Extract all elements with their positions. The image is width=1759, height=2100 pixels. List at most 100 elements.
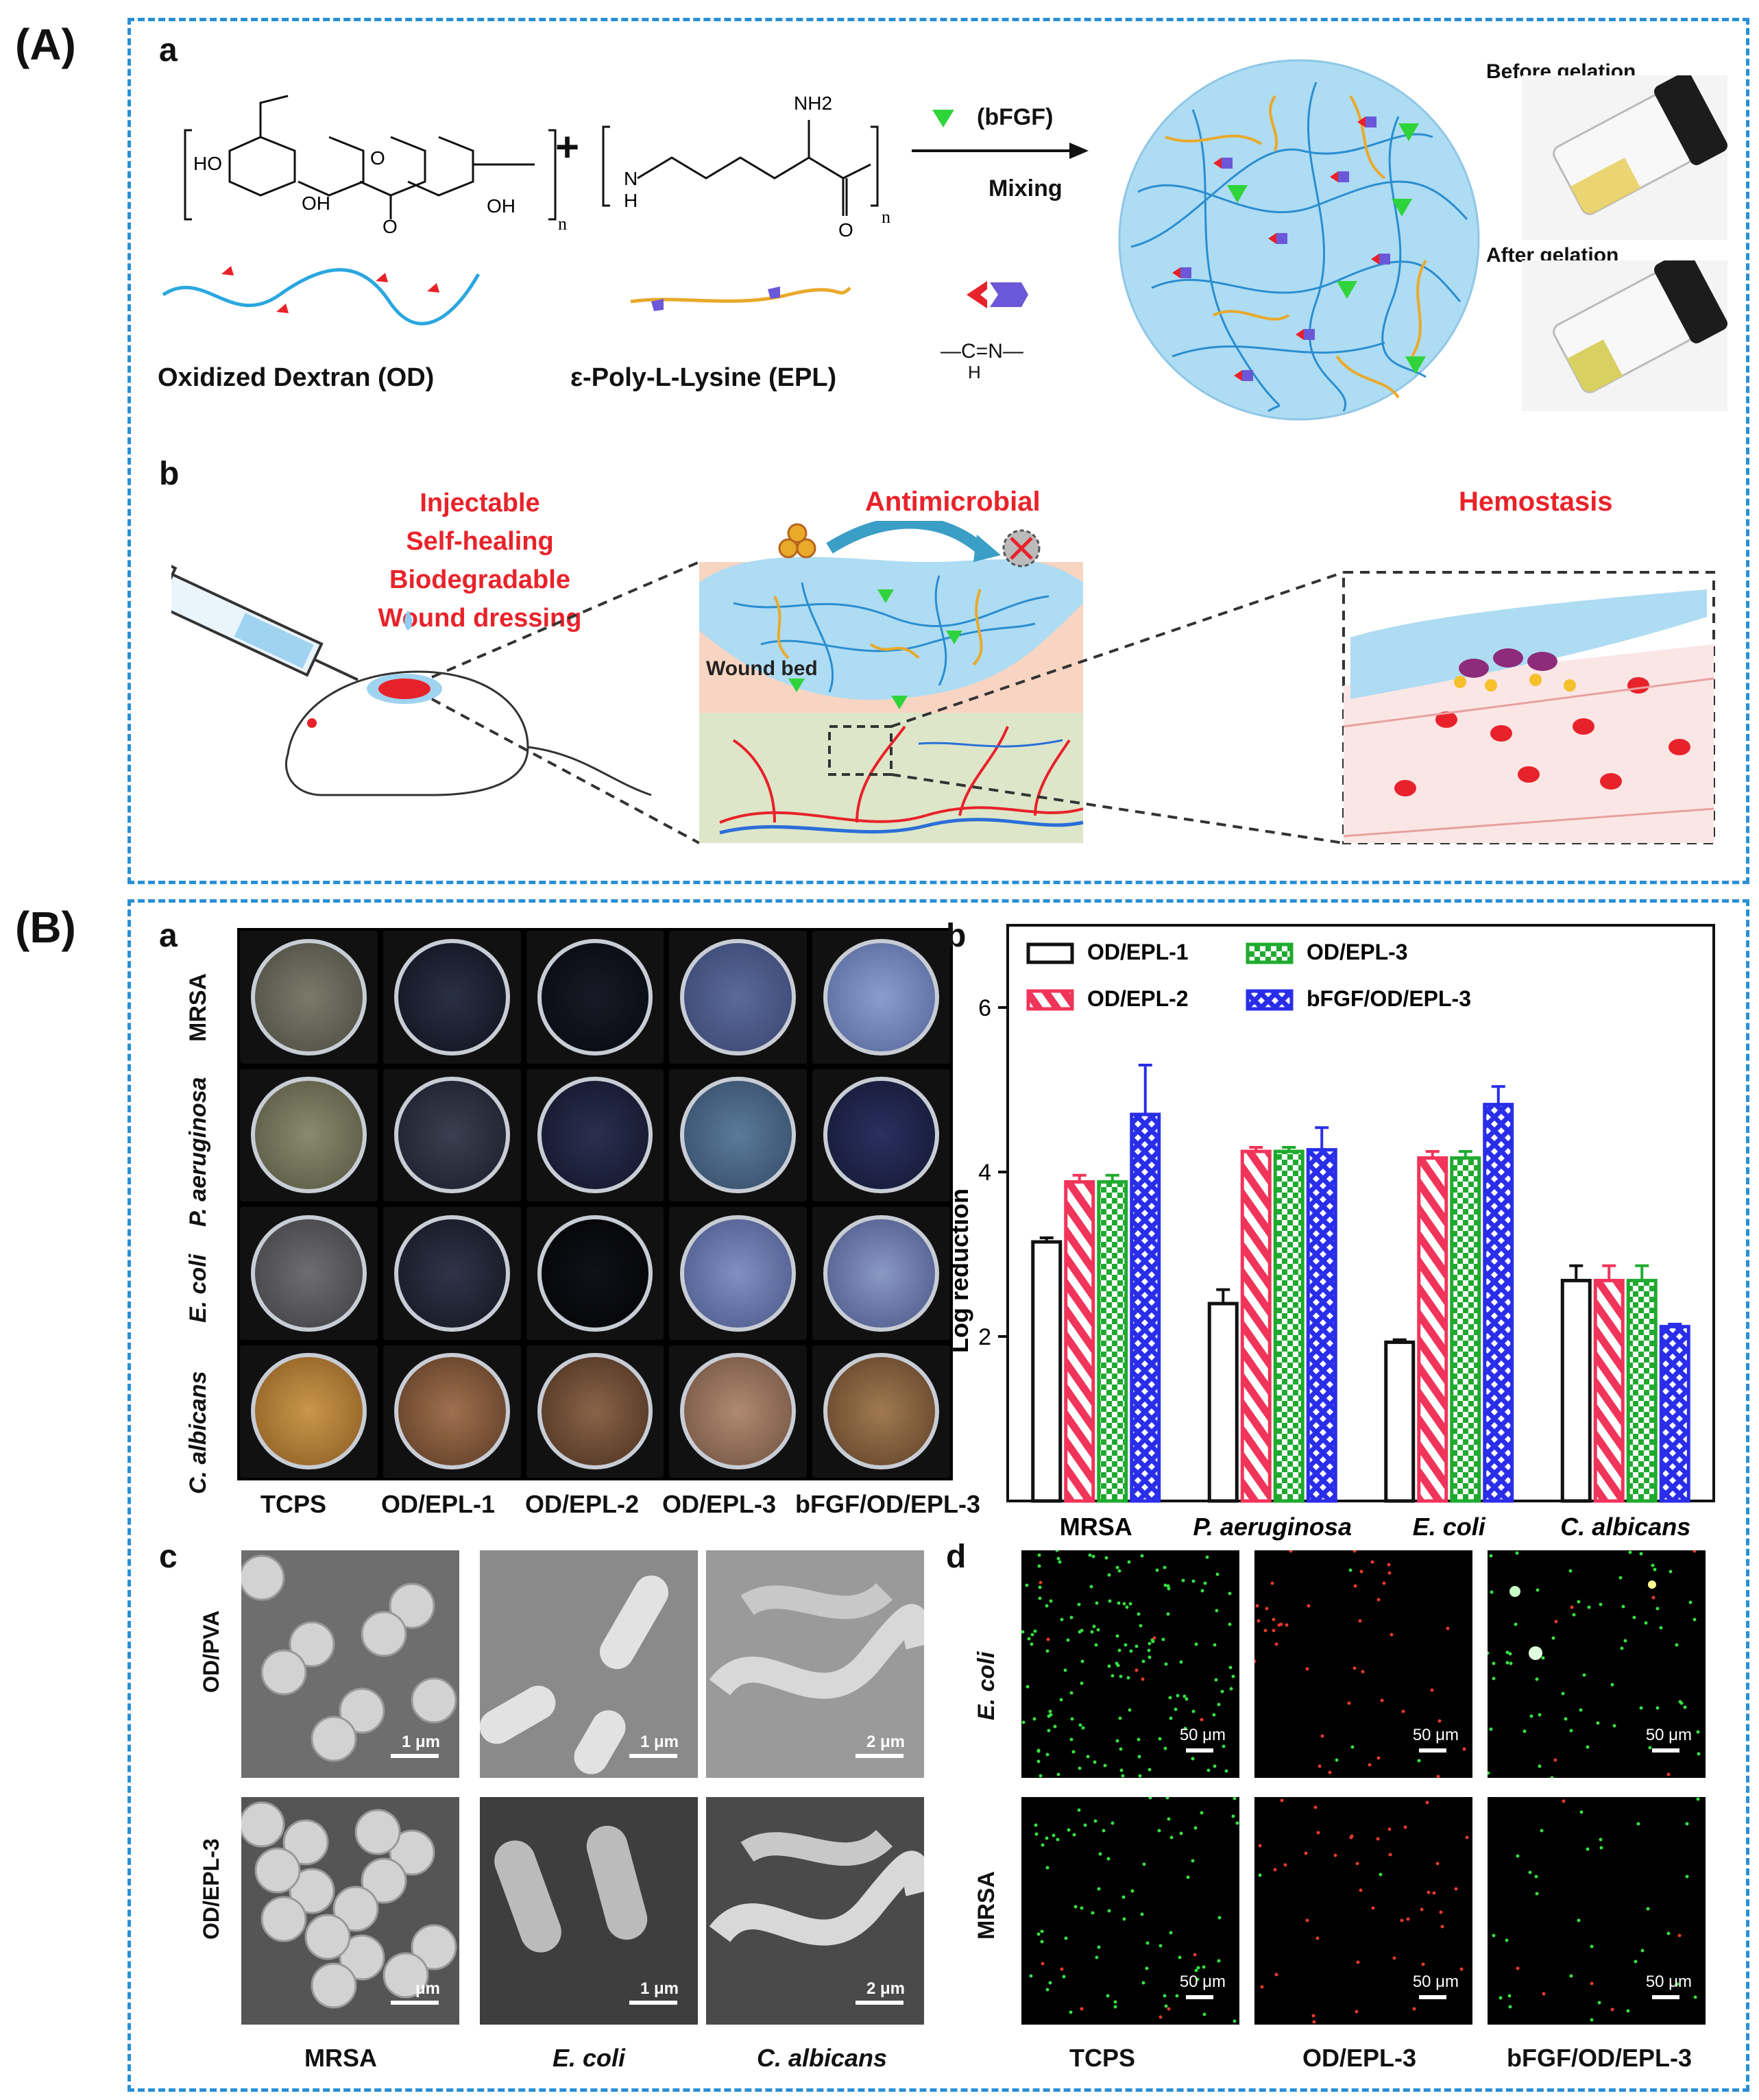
plate-row-label-ecoli: E. coli <box>185 1254 211 1323</box>
bar-od-epl-1-2 <box>1384 1340 1416 1503</box>
culture-plate-r4-c4 <box>669 1345 808 1478</box>
vial-after-photo <box>1522 260 1727 411</box>
bar-od-epl-2-1 <box>1240 1149 1272 1503</box>
hemostasis-label: Hemostasis <box>1459 487 1613 517</box>
hydrogel-network <box>1118 59 1480 421</box>
petri-dish <box>251 1353 367 1470</box>
petri-dish <box>393 1353 510 1470</box>
culture-plate-r3-c1 <box>240 1207 378 1340</box>
y-tick-label: 2 <box>978 1324 991 1350</box>
scale-bar-label: μm <box>415 1979 440 1998</box>
sem-image-r1-c3: 2 μm <box>706 1550 924 1778</box>
chemical-structures: HO OH OH O O n NH2 N H O n <box>184 93 890 240</box>
section-a-tag: (A) <box>15 20 76 69</box>
imine-n: N <box>988 340 1003 363</box>
culture-plate-r3-c3 <box>526 1207 664 1340</box>
b-panel-d-letter: d <box>946 1539 967 1575</box>
sem-image-r1-c1: 1 μm <box>241 1550 459 1778</box>
culture-plate-r1-c2 <box>383 931 521 1064</box>
imine-eq: = <box>975 340 988 363</box>
scale-bar-label: 50 μm <box>1645 1973 1692 1991</box>
petri-dish <box>823 1353 939 1470</box>
fluor-col-label-tcps: TCPS <box>1069 2044 1136 2072</box>
property-wound-dressing: Wound dressing <box>378 604 582 633</box>
imine-c: C <box>961 340 976 363</box>
legend-label: bFGF/OD/EPL-3 <box>1307 986 1471 1011</box>
chem-nh2: NH2 <box>794 93 832 114</box>
property-injectable: Injectable <box>420 489 540 517</box>
x-tick-label: C. albicans <box>1560 1513 1690 1541</box>
bar-od-epl-2-0 <box>1064 1180 1095 1503</box>
scale-bar-label: 50 μm <box>1179 1726 1226 1744</box>
sem-col-label-ecoli: E. coli <box>553 2044 626 2072</box>
plate-row-label-mrsa: MRSA <box>185 973 211 1042</box>
mixing-label: Mixing <box>988 175 1063 202</box>
bar-od-epl-2-2 <box>1417 1156 1448 1503</box>
legend-label: OD/EPL-1 <box>1087 940 1189 964</box>
culture-plate-r4-c3 <box>526 1345 664 1478</box>
scale-bar-label: 50 μm <box>1412 1973 1459 1991</box>
petri-dish <box>680 1353 797 1470</box>
property-biodegradable: Biodegradable <box>389 565 570 594</box>
petri-dish <box>393 1077 510 1194</box>
chem-n1: n <box>558 214 567 234</box>
y-tick-label: 6 <box>978 995 991 1021</box>
chem-ho: HO <box>193 153 222 174</box>
bar-od-epl-3-1 <box>1273 1149 1305 1503</box>
wound-schematic: Wound bed <box>171 521 1715 844</box>
legend-swatch <box>1246 989 1294 1011</box>
culture-plate-r1-c4 <box>669 931 808 1064</box>
section-a-box <box>128 18 1749 884</box>
chem-h: H <box>624 190 638 211</box>
bar-od-epl-1-3 <box>1560 1278 1592 1503</box>
plate-row-label-paeruginosa: P. aeruginosa <box>185 1077 211 1227</box>
chem-o-epl: O <box>838 219 853 240</box>
petri-dish <box>823 1214 939 1332</box>
wound-bed-label: Wound bed <box>706 657 818 680</box>
legend-swatch <box>1246 942 1294 964</box>
scale-bar-label: 50 μm <box>1179 1973 1226 1991</box>
scale-bar-label: 50 μm <box>1645 1726 1692 1744</box>
plot-frame <box>1006 924 1715 1502</box>
culture-plate-r4-c5 <box>812 1345 950 1478</box>
imine-h: H <box>968 362 981 382</box>
bar-bfgf-od-epl-3-2 <box>1483 1103 1514 1503</box>
scale-bar-label: 1 μm <box>401 1733 440 1751</box>
mixing-arrow <box>912 110 1089 159</box>
bar-od-epl-2-3 <box>1593 1278 1625 1503</box>
legend-label: OD/EPL-2 <box>1087 986 1189 1011</box>
x-tick-label: P. aeruginosa <box>1193 1513 1352 1541</box>
scale-bar-label: 2 μm <box>866 1733 905 1751</box>
sem-image-r2-c1: μm <box>241 1797 459 2025</box>
plate-row-label-calbicans: C. albicans <box>185 1371 211 1494</box>
chem-n2: n <box>882 207 890 227</box>
fluorescence-image-r1-c3: 50 μm <box>1485 1549 1706 1780</box>
property-self-healing: Self-healing <box>406 527 554 556</box>
epl-chain-icon <box>630 286 851 311</box>
panel-a-letter: a <box>159 32 178 69</box>
bfgf-label: (bFGF) <box>977 104 1054 130</box>
vial-before-photo <box>1522 75 1727 240</box>
culture-plate-r2-c2 <box>383 1069 521 1201</box>
petri-dish <box>680 1077 797 1194</box>
petri-dish <box>823 938 939 1055</box>
fluorescence-image-r2-c1: 50 μm <box>1021 1796 1239 2025</box>
culture-plate-r3-c4 <box>669 1207 808 1340</box>
culture-plate-r2-c1 <box>240 1069 378 1201</box>
petri-dish <box>680 938 797 1055</box>
petri-dish <box>251 1214 367 1332</box>
petri-dish <box>537 938 653 1055</box>
chem-o2: O <box>370 147 385 169</box>
bar-od-epl-3-3 <box>1626 1278 1658 1503</box>
plate-grid <box>237 928 953 1480</box>
fluor-row-label-mrsa: MRSA <box>973 1870 999 1940</box>
sem-col-label-calbicans: C. albicans <box>757 2044 888 2072</box>
legend-label: OD/EPL-3 <box>1307 940 1408 964</box>
bar-bfgf-od-epl-3-0 <box>1130 1112 1161 1503</box>
fluorescence-image-r1-c2: 50 μm <box>1252 1549 1472 1779</box>
sem-image-r2-c2: 1 μm <box>480 1797 698 2025</box>
imine-bond-icon <box>967 281 1028 308</box>
culture-plate-r2-c4 <box>669 1069 808 1201</box>
scale-bar-label: 1 μm <box>640 1733 679 1751</box>
b-panel-c-letter: c <box>159 1539 178 1575</box>
